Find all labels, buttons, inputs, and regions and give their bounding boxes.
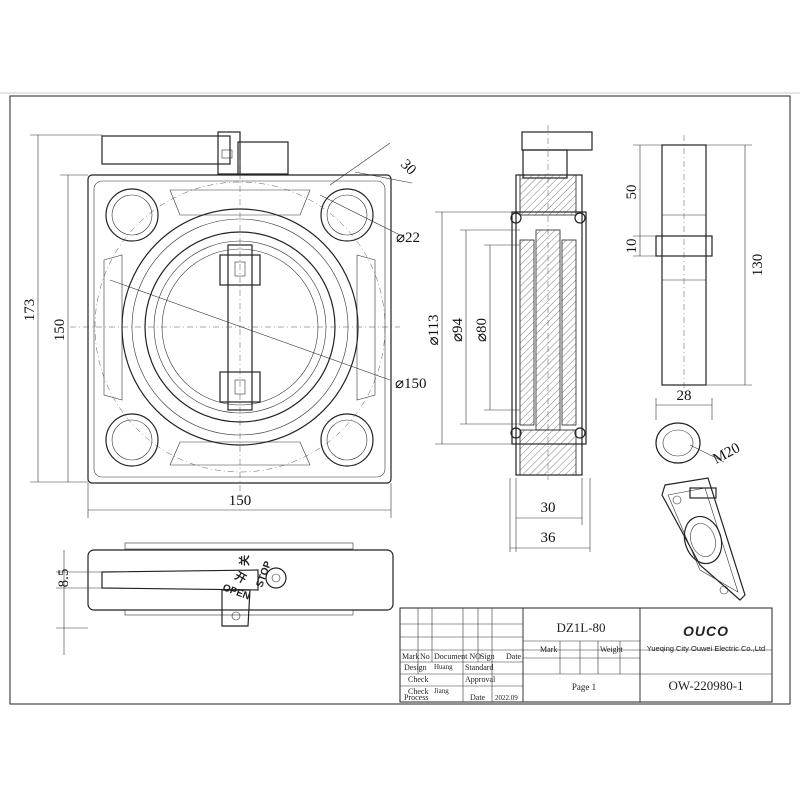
dim-30-top: 30 bbox=[397, 157, 419, 179]
dim-m20: M20 bbox=[710, 440, 743, 467]
tb-model: DZ1L-80 bbox=[556, 620, 605, 635]
handle-stop-label: STOP bbox=[254, 560, 274, 589]
drawing-frame bbox=[9, 95, 791, 705]
dim-30-width: 30 bbox=[541, 500, 556, 516]
side-view: 8.5 开 关 OPEN STOP bbox=[56, 542, 394, 655]
tb-date2-label: Date bbox=[470, 693, 486, 702]
tb-drawing-no: OW-220980-1 bbox=[668, 678, 743, 693]
dim-22: ⌀22 bbox=[396, 230, 420, 246]
title-block: Mark No Document NO Sign Date Design Hua… bbox=[399, 607, 773, 703]
front-view bbox=[70, 131, 413, 495]
tb-page: Page 1 bbox=[572, 682, 596, 692]
tb-date-header: Date bbox=[506, 652, 522, 661]
tb-no-header: No bbox=[420, 652, 430, 661]
company-logo: OUCO bbox=[683, 623, 729, 639]
tb-process-label: Process bbox=[404, 693, 428, 702]
dim-50: 50 bbox=[624, 185, 640, 200]
tb-sign-header: Sign bbox=[480, 652, 495, 661]
dim-150-horizontal: 150 bbox=[229, 493, 252, 509]
dim-8-5: 8.5 bbox=[56, 569, 72, 588]
dim-113: ⌀113 bbox=[426, 315, 442, 346]
dim-130: 130 bbox=[750, 254, 766, 277]
tb-check1-label: Check bbox=[408, 675, 428, 684]
tb-docno-header: Document NO bbox=[434, 652, 481, 661]
dim-28: 28 bbox=[677, 388, 692, 404]
section-view-dimensions: ⌀113 ⌀94 ⌀80 30 36 bbox=[426, 211, 591, 552]
isometric-view bbox=[661, 477, 746, 601]
tb-standard-label: Standard bbox=[465, 663, 493, 672]
handle-stop-cn: 关 bbox=[237, 555, 251, 566]
dim-173: 173 bbox=[22, 299, 38, 322]
tb-date-value: 2022.09 bbox=[495, 694, 518, 702]
tb-company: Yueqing City Ouwei Electric Co.,Ltd bbox=[647, 644, 765, 653]
tb-mark2: Mark bbox=[540, 645, 557, 654]
front-view-dimensions: 173 150 150 30 ⌀22 ⌀150 bbox=[22, 134, 427, 518]
stem-view: 50 10 130 28 M20 bbox=[624, 135, 766, 468]
section-view bbox=[510, 125, 593, 480]
dim-80: ⌀80 bbox=[474, 318, 490, 342]
tb-check2-value: Jiang bbox=[434, 687, 449, 695]
tb-design-label: Design bbox=[404, 663, 427, 672]
tb-check2-label: Check bbox=[408, 687, 428, 696]
dim-36: 36 bbox=[541, 530, 557, 546]
tb-design-value: Huang bbox=[434, 663, 453, 671]
dim-150-pcd: ⌀150 bbox=[395, 376, 427, 392]
dim-94: ⌀94 bbox=[450, 317, 466, 342]
dim-10: 10 bbox=[624, 239, 640, 254]
tb-weight: Weight bbox=[600, 645, 624, 654]
tb-mark-header: Mark bbox=[402, 652, 419, 661]
handle-open-label: OPEN bbox=[221, 582, 251, 602]
handle-open-cn: 开 bbox=[233, 569, 249, 586]
tb-approval-label: Approval bbox=[465, 675, 496, 684]
dim-150-vertical: 150 bbox=[52, 319, 68, 342]
